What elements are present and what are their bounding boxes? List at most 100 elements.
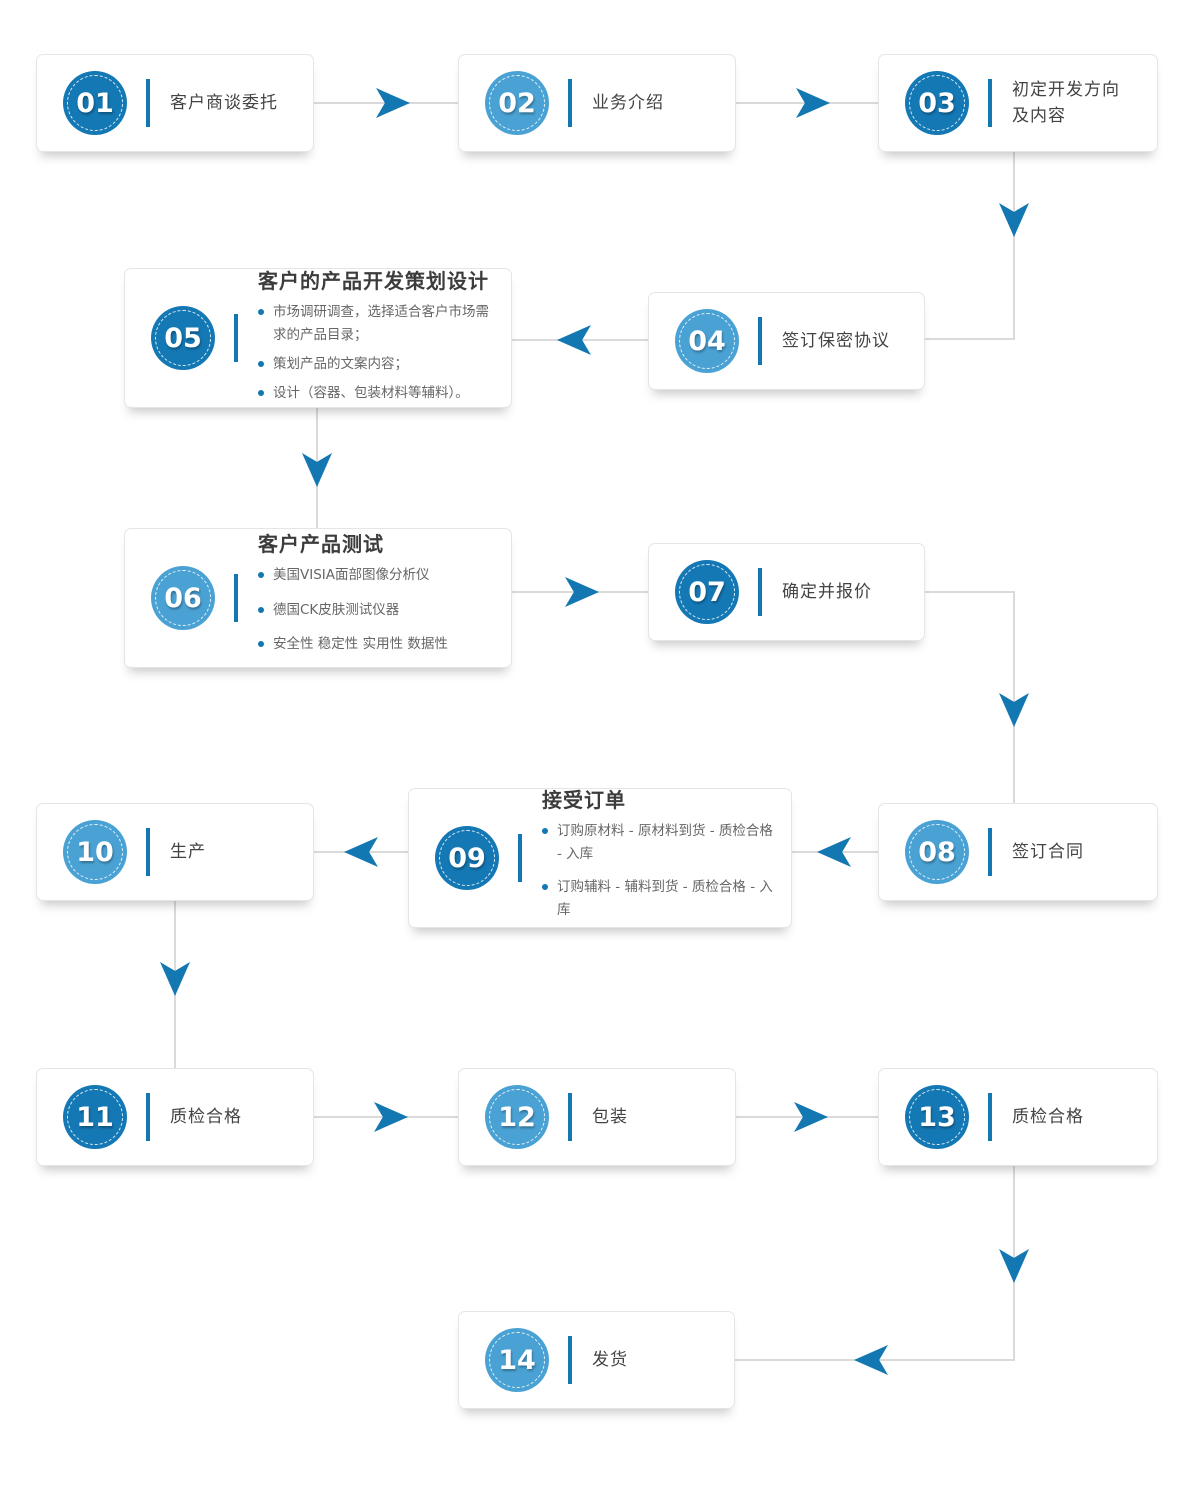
step-label: 质检合格 bbox=[170, 1106, 242, 1127]
list-item: 美国VISIA面部图像分析仪 bbox=[258, 564, 448, 587]
connector-line bbox=[925, 591, 1015, 593]
step-label: 业务介绍 bbox=[592, 92, 664, 113]
step-number-badge: 09 bbox=[435, 826, 499, 890]
divider bbox=[758, 317, 762, 365]
step-label: 生产 bbox=[170, 841, 206, 862]
divider bbox=[146, 79, 150, 127]
list-item: 德国CK皮肤测试仪器 bbox=[258, 599, 448, 622]
step-label: 质检合格 bbox=[1012, 1106, 1084, 1127]
bullet-dot-icon bbox=[258, 571, 264, 578]
step-number-badge: 03 bbox=[905, 71, 969, 135]
step-number-badge: 07 bbox=[675, 560, 739, 624]
step-number-badge: 05 bbox=[151, 306, 215, 370]
step-card-07: 07 确定并报价 bbox=[648, 543, 925, 641]
step-card-08: 08 签订合同 bbox=[878, 803, 1158, 901]
bullet-dot-icon bbox=[542, 884, 548, 890]
bullet-dot-icon bbox=[258, 309, 264, 316]
step-card-14: 14 发货 bbox=[458, 1311, 735, 1409]
divider bbox=[234, 574, 238, 622]
step-number-badge: 11 bbox=[63, 1085, 127, 1149]
step-title: 客户的产品开发策划设计 bbox=[258, 269, 489, 294]
step-card-09: 09 接受订单 订购原材料 - 原材料到货 - 质检合格 - 入库 订购辅料 -… bbox=[408, 788, 792, 928]
step-content: 客户的产品开发策划设计 市场调研调查，选择适合客户市场需求的产品目录； 策划产品… bbox=[258, 261, 511, 415]
step-number-badge: 14 bbox=[485, 1328, 549, 1392]
step-card-10: 10 生产 bbox=[36, 803, 314, 901]
divider bbox=[146, 1093, 150, 1141]
bullet-dot-icon bbox=[258, 361, 264, 367]
step-title: 客户产品测试 bbox=[258, 531, 384, 556]
step-number-badge: 04 bbox=[675, 309, 739, 373]
dashed-ring bbox=[909, 75, 965, 131]
divider bbox=[568, 79, 572, 127]
bullet-text: 安全性 稳定性 实用性 数据性 bbox=[273, 636, 448, 653]
step-label: 初定开发方向及内容 bbox=[1012, 79, 1120, 126]
step-label: 签订合同 bbox=[1012, 841, 1084, 862]
dashed-ring bbox=[489, 75, 545, 131]
list-item: 安全性 稳定性 实用性 数据性 bbox=[258, 633, 448, 656]
divider bbox=[568, 1093, 572, 1141]
dashed-ring bbox=[909, 1089, 965, 1145]
list-item: 市场调研调查，选择适合客户市场需求的产品目录； bbox=[258, 301, 497, 347]
bullet-list: 订购原材料 - 原材料到货 - 质检合格 - 入库 订购辅料 - 辅料到货 - … bbox=[542, 820, 777, 922]
list-item: 策划产品的文案内容； bbox=[258, 353, 497, 376]
divider bbox=[988, 1093, 992, 1141]
step-card-06: 06 客户产品测试 美国VISIA面部图像分析仪 德国CK皮肤测试仪器 安全性 … bbox=[124, 528, 512, 668]
dashed-ring bbox=[489, 1089, 545, 1145]
bullet-dot-icon bbox=[258, 606, 264, 613]
connector-line bbox=[1013, 152, 1015, 339]
bullet-text: 美国VISIA面部图像分析仪 bbox=[273, 566, 430, 583]
list-item: 订购原材料 - 原材料到货 - 质检合格 - 入库 bbox=[542, 820, 777, 866]
bullet-text: 德国CK皮肤测试仪器 bbox=[273, 601, 400, 618]
dashed-ring bbox=[679, 313, 735, 369]
dashed-ring bbox=[67, 1089, 123, 1145]
step-label: 发货 bbox=[592, 1349, 628, 1370]
dashed-ring bbox=[155, 310, 211, 366]
step-card-05: 05 客户的产品开发策划设计 市场调研调查，选择适合客户市场需求的产品目录； 策… bbox=[124, 268, 512, 408]
divider bbox=[234, 314, 238, 362]
dashed-ring bbox=[67, 824, 123, 880]
step-card-01: 01 客户商谈委托 bbox=[36, 54, 314, 152]
list-item: 设计（容器、包装材料等辅料）。 bbox=[258, 382, 497, 405]
dashed-ring bbox=[909, 824, 965, 880]
divider bbox=[146, 828, 150, 876]
step-card-03: 03 初定开发方向及内容 bbox=[878, 54, 1158, 152]
bullet-list: 市场调研调查，选择适合客户市场需求的产品目录； 策划产品的文案内容； 设计（容器… bbox=[258, 301, 497, 405]
bullet-text: 市场调研调查，选择适合客户市场需求的产品目录； bbox=[273, 304, 489, 344]
bullet-dot-icon bbox=[258, 389, 264, 396]
bullet-text: 订购辅料 - 辅料到货 - 质检合格 - 入库 bbox=[557, 879, 773, 918]
step-number-badge: 12 bbox=[485, 1085, 549, 1149]
step-card-02: 02 业务介绍 bbox=[458, 54, 736, 152]
step-content: 客户产品测试 美国VISIA面部图像分析仪 德国CK皮肤测试仪器 安全性 稳定性… bbox=[258, 524, 462, 673]
list-item: 订购辅料 - 辅料到货 - 质检合格 - 入库 bbox=[542, 876, 777, 922]
step-number-badge: 01 bbox=[63, 71, 127, 135]
dashed-ring bbox=[67, 75, 123, 131]
step-card-12: 12 包装 bbox=[458, 1068, 736, 1166]
bullet-text: 策划产品的文案内容； bbox=[273, 356, 408, 372]
dashed-ring bbox=[489, 1332, 545, 1388]
step-number-badge: 08 bbox=[905, 820, 969, 884]
step-label: 包装 bbox=[592, 1106, 628, 1127]
bullet-dot-icon bbox=[258, 641, 264, 648]
divider bbox=[988, 79, 992, 127]
connector-line bbox=[1013, 591, 1015, 803]
step-card-11: 11 质检合格 bbox=[36, 1068, 314, 1166]
bullet-list: 美国VISIA面部图像分析仪 德国CK皮肤测试仪器 安全性 稳定性 实用性 数据… bbox=[258, 564, 448, 657]
step-card-04: 04 签订保密协议 bbox=[648, 292, 925, 390]
dashed-ring bbox=[439, 830, 495, 886]
dashed-ring bbox=[679, 564, 735, 620]
step-number-badge: 02 bbox=[485, 71, 549, 135]
step-number-badge: 13 bbox=[905, 1085, 969, 1149]
step-number-badge: 10 bbox=[63, 820, 127, 884]
step-label: 客户商谈委托 bbox=[170, 92, 278, 113]
bullet-dot-icon bbox=[542, 828, 548, 835]
divider bbox=[518, 834, 522, 882]
step-label: 确定并报价 bbox=[782, 581, 872, 602]
dashed-ring bbox=[155, 570, 211, 626]
step-label: 签订保密协议 bbox=[782, 330, 890, 351]
divider bbox=[568, 1336, 572, 1384]
divider bbox=[758, 568, 762, 616]
step-content: 接受订单 订购原材料 - 原材料到货 - 质检合格 - 入库 订购辅料 - 辅料… bbox=[542, 780, 791, 936]
step-title: 接受订单 bbox=[542, 788, 626, 813]
bullet-text: 设计（容器、包装材料等辅料）。 bbox=[273, 384, 469, 401]
